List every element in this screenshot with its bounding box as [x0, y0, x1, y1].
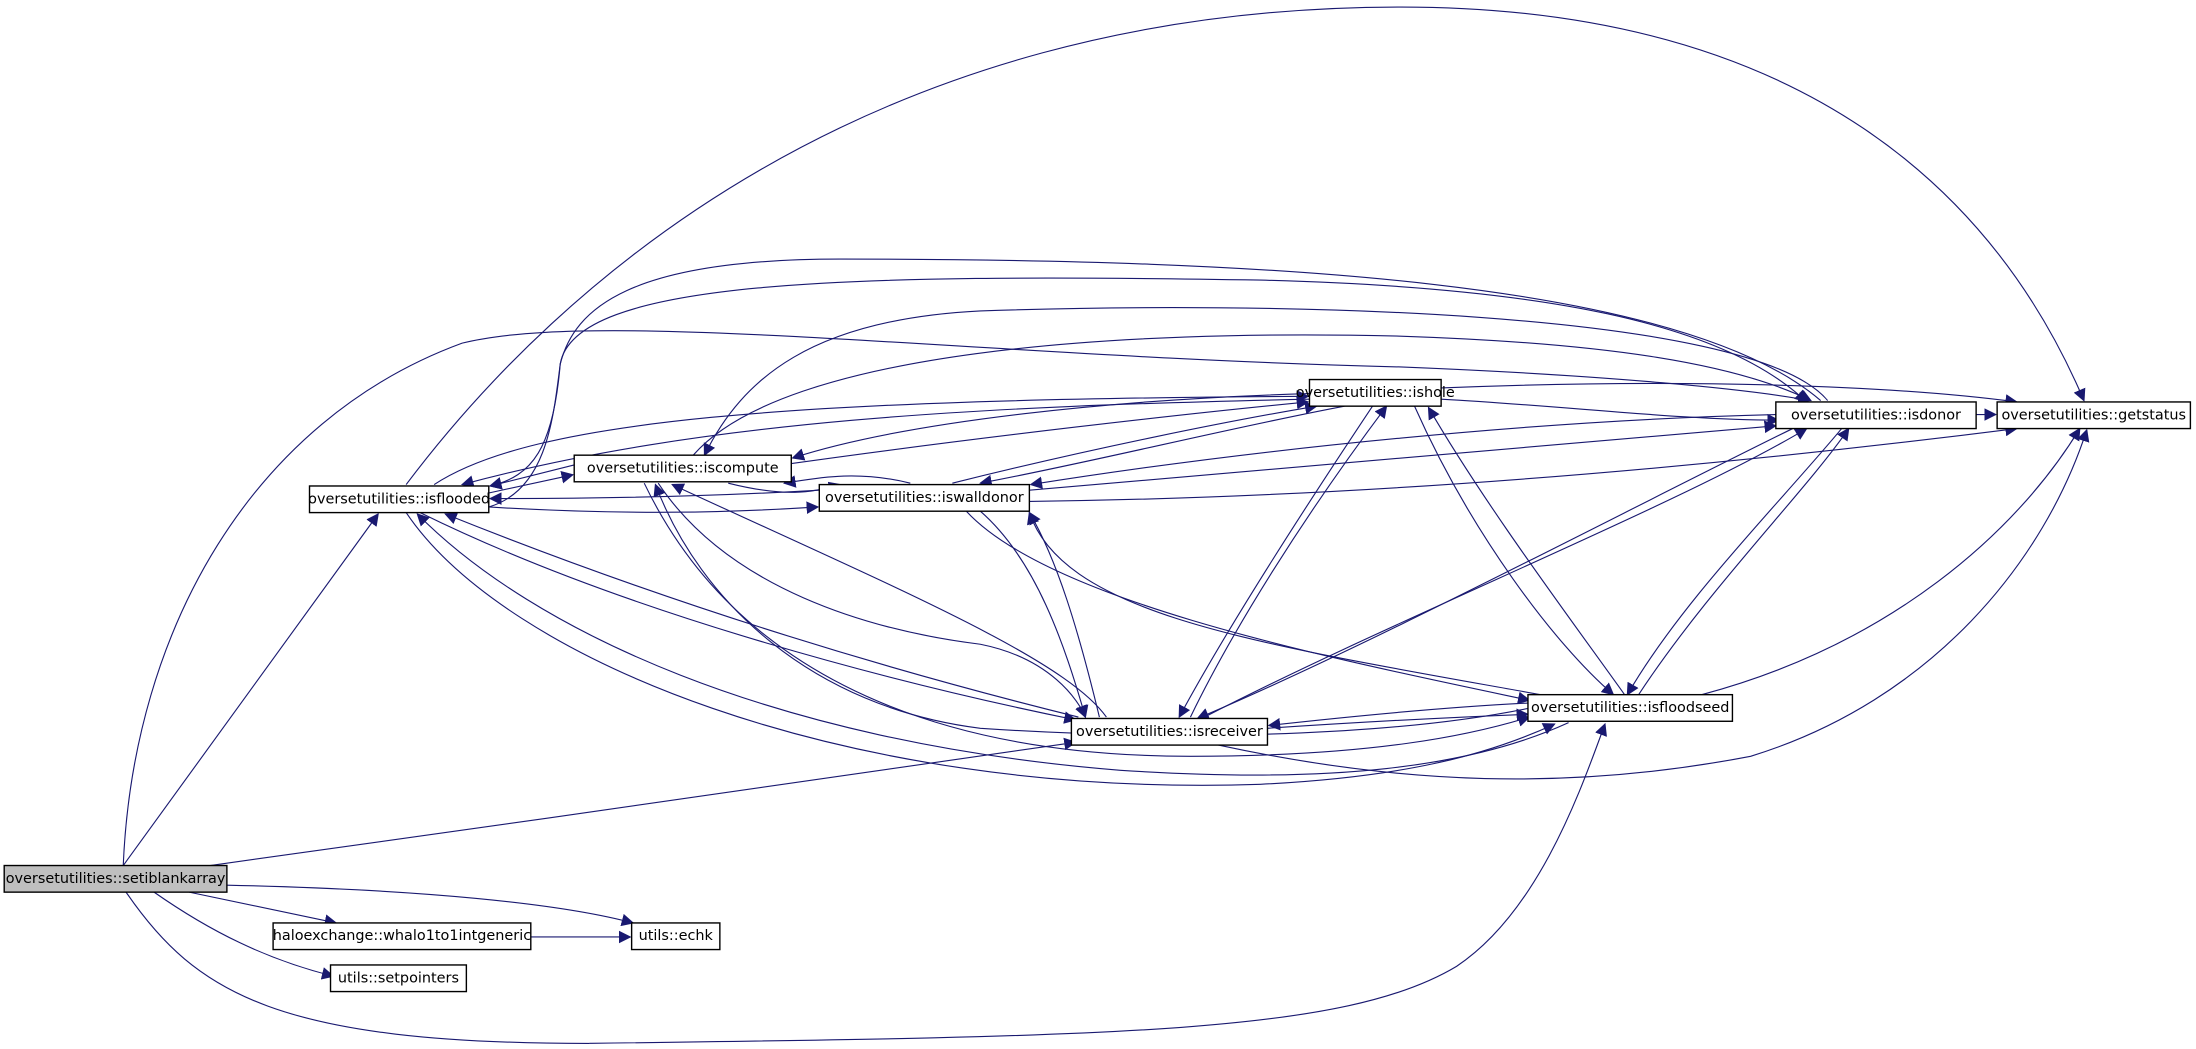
node-isfloodseed[interactable]: oversetutilities::isfloodseed: [1527, 693, 1734, 722]
node-isdonor[interactable]: oversetutilities::isdonor: [1775, 401, 1977, 430]
edge-setiblankarray-isflooded: [122, 512, 379, 866]
edge-iswalldonor-isflooded: [488, 489, 820, 505]
nodes: oversetutilities::setiblankarray overset…: [3, 378, 2192, 993]
node-iscompute[interactable]: oversetutilities::iscompute: [573, 454, 792, 483]
edge-setiblankarray-whalo: [188, 891, 338, 927]
node-ishole[interactable]: oversetutilities::ishole: [1296, 378, 1455, 407]
edge-iscompute-isreceiver: [657, 482, 1087, 719]
edge-ishole-getstatus: [1441, 382, 2018, 407]
edge-isdonor-iscompute: [703, 307, 1829, 457]
node-isflooded[interactable]: oversetutilities::isflooded: [308, 485, 490, 514]
edge-isfloodseed-getstatus: [1701, 427, 2081, 696]
edge-isfloodseed-iswalldonor: [1027, 511, 1541, 696]
edge-iscompute-ishole: [791, 396, 1310, 465]
node-label: oversetutilities::setiblankarray: [6, 871, 226, 887]
edge-isfloodseed-isdonor: [1638, 427, 1850, 695]
edge-iswalldonor-iscompute: [783, 475, 911, 488]
node-label: oversetutilities::isflooded: [308, 491, 490, 507]
edge-setiblankarray-setpointers: [153, 891, 335, 980]
edge-iswalldonor-ishole: [952, 401, 1318, 484]
edge-isdonor-iswalldonor: [1029, 413, 1776, 490]
node-label: oversetutilities::isfloodseed: [1531, 700, 1729, 716]
edge-isfloodseed-isflooded: [416, 513, 1569, 776]
edge-ishole-isfloodseed: [1414, 405, 1615, 696]
node-setiblankarray[interactable]: oversetutilities::setiblankarray: [3, 864, 228, 893]
edge-isdonor-isfloodseed: [1626, 428, 1843, 696]
edge-ishole-isdonor: [1441, 398, 1780, 427]
edge-isflooded-iscompute: [488, 471, 575, 494]
node-label: oversetutilities::isdonor: [1791, 407, 1961, 423]
edge-setiblankarray-isreceiver: [209, 737, 1077, 867]
node-label: oversetutilities::getstatus: [2001, 407, 2186, 423]
edge-isfloodseed-isreceiver: [1267, 702, 1528, 731]
node-echk[interactable]: utils::echk: [630, 922, 721, 951]
edge-ishole-isreceiver: [1178, 405, 1373, 719]
edge-setiblankarray-isfloodseed: [125, 722, 1607, 1044]
edge-isreceiver-iscompute: [671, 483, 1107, 718]
edge-ishole-iswalldonor: [979, 405, 1345, 488]
edge-isdonor-isflooded: [488, 258, 1822, 490]
edge-iscompute-isflooded: [488, 464, 575, 490]
edge-isflooded-iswalldonor: [488, 501, 820, 514]
edge-isdonor-isreceiver: [1196, 428, 1793, 720]
edge-iswalldonor-isdonor: [1029, 420, 1778, 491]
edge-isfloodseed-ishole: [1427, 406, 1626, 695]
edge-isflooded-ishole: [433, 390, 1310, 486]
edge-ishole-iscompute: [791, 392, 1310, 461]
node-label: oversetutilities::iscompute: [587, 460, 779, 476]
edge-isreceiver-getstatus: [1218, 428, 2090, 780]
edge-iscompute-isdonor: [692, 334, 1812, 456]
node-whalo1to1intgeneric[interactable]: haloexchange::whalo1to1intgeneric: [272, 922, 532, 951]
edge-isfloodseed-iscompute: [653, 483, 1534, 736]
node-getstatus[interactable]: oversetutilities::getstatus: [1996, 401, 2192, 430]
node-label: oversetutilities::isreceiver: [1076, 724, 1263, 740]
node-setpointers[interactable]: utils::setpointers: [329, 964, 468, 993]
edge-ishole-isflooded: [460, 398, 1310, 488]
edge-isflooded-isfloodseed: [405, 512, 1556, 786]
node-label: utils::echk: [639, 928, 714, 944]
edge-isreceiver-iswalldonor: [1028, 511, 1100, 718]
edge-isreceiver-isfloodseed: [1267, 708, 1530, 729]
edge-isflooded-isreceiver: [419, 512, 1077, 724]
node-label: utils::setpointers: [338, 970, 459, 986]
edge-iswalldonor-isfloodseed: [965, 510, 1531, 705]
edge-iscompute-isfloodseed: [643, 482, 1531, 757]
edge-iswalldonor-isreceiver: [979, 510, 1089, 719]
node-label: oversetutilities::iswalldonor: [825, 490, 1024, 506]
node-isreceiver[interactable]: oversetutilities::isreceiver: [1070, 717, 1269, 746]
edge-isflooded-getstatus: [405, 6, 2086, 485]
edge-setiblankarray-isdonor: [122, 330, 1811, 866]
edge-setiblankarray-echk: [226, 884, 635, 927]
edge-isreceiver-isdonor: [1204, 427, 1808, 718]
node-label: haloexchange::whalo1to1intgeneric: [273, 928, 531, 944]
node-label: oversetutilities::ishole: [1296, 385, 1455, 401]
edges: [122, 6, 2090, 1044]
edge-isreceiver-isflooded: [444, 512, 1079, 718]
node-iswalldonor[interactable]: oversetutilities::iswalldonor: [818, 483, 1031, 512]
edge-iswalldonor-getstatus: [1029, 423, 2018, 502]
edge-isreceiver-ishole: [1189, 405, 1388, 718]
